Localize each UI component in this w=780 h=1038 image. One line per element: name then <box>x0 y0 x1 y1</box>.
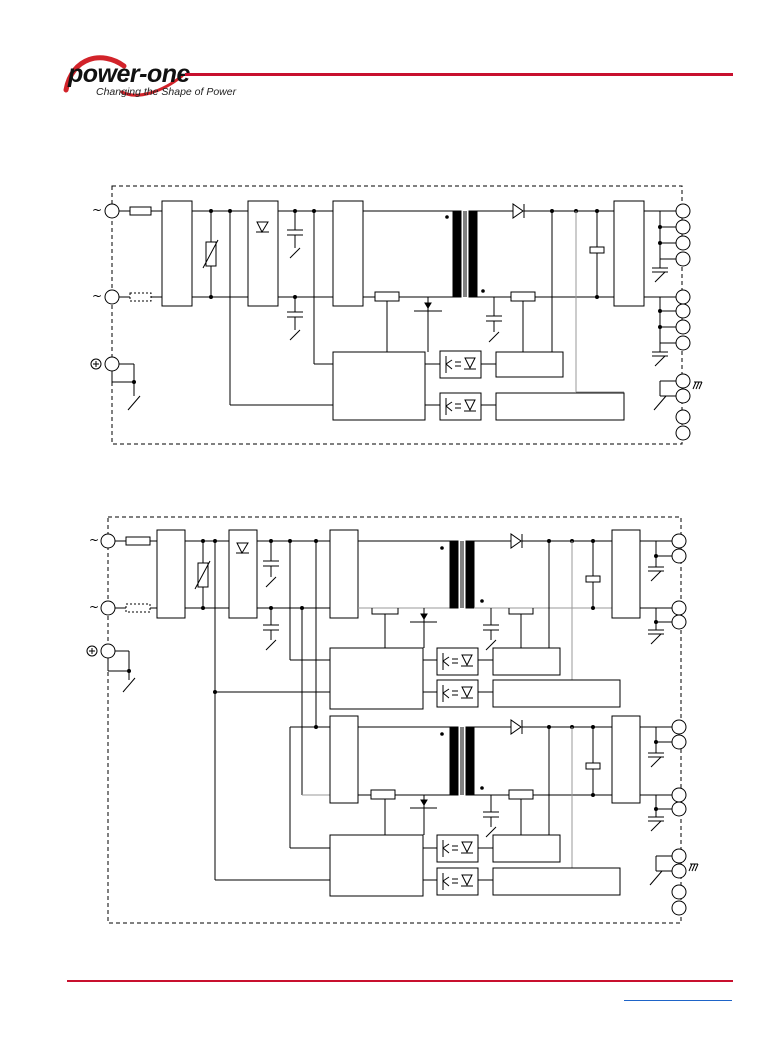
footer-link-underline[interactable] <box>624 1000 732 1001</box>
ac-input-2-terminal <box>104 289 120 305</box>
rectifier-diode-symbol <box>256 221 269 234</box>
earth-terminal <box>104 356 120 372</box>
single-output-block-diagram: ~ ~ <box>90 185 703 445</box>
footer-rule <box>67 980 733 982</box>
ac-input-1-terminal <box>104 203 120 219</box>
ac-input-1-symbol: ~ <box>92 203 102 217</box>
header-rule <box>185 73 733 76</box>
fuse-symbol <box>129 206 152 216</box>
ground-symbol <box>90 358 102 370</box>
logo-swoosh <box>63 55 184 97</box>
ac-input-1-symbol: ~ <box>89 533 99 547</box>
ac-input-2-symbol: ~ <box>92 289 102 303</box>
power-one-logo: power-one Changing the Shape of Power <box>62 52 236 102</box>
logo-tagline: Changing the Shape of Power <box>96 86 237 98</box>
ac-input-2-symbol: ~ <box>89 600 99 614</box>
logo-wordmark: power-one <box>68 60 190 88</box>
optocoupler-symbol <box>439 350 482 379</box>
dual-output-block-diagram: ~ ~ <box>86 516 699 924</box>
transformer-symbol <box>452 210 462 298</box>
